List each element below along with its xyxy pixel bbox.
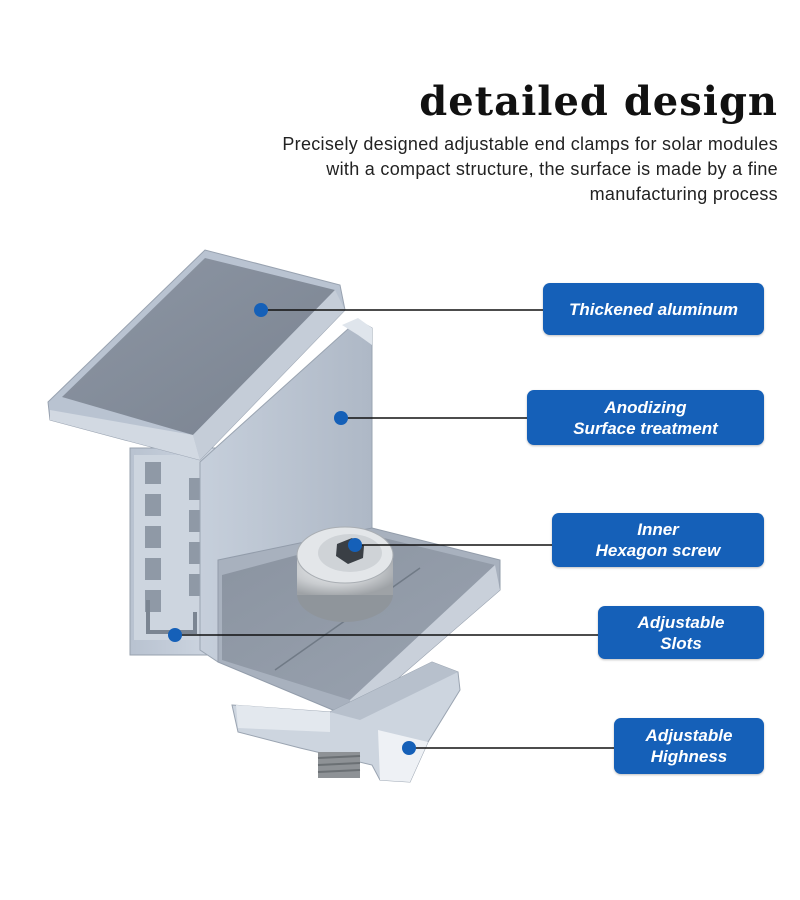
callout-anodizing-line-2: Surface treatment [573,418,718,438]
lower-nut-block [231,661,461,783]
description-line-3: manufacturing process [589,184,778,204]
description-line-1: Precisely designed adjustable end clamps… [282,134,778,154]
description-line-2: with a compact structure, the surface is… [326,159,778,179]
marker-dot-hexagon [348,538,362,552]
hexagon-screw [296,526,394,622]
page-title: detailed design [419,78,778,125]
callout-slots-line-1: Adjustable [637,612,725,632]
marker-dot-thickened [254,303,268,317]
callout-hexagon-line-2: Hexagon screw [595,541,721,560]
product-description: Precisely designed adjustable end clamps… [178,132,778,207]
callout-adjustable-slots: Adjustable Slots [598,606,764,659]
callout-hexagon-line-1: Inner [637,520,679,539]
threaded-bolt [317,752,361,778]
callout-adjustable-highness: Adjustable Highness [614,718,764,774]
callout-thickened-aluminum: Thickened aluminum [543,283,764,335]
thick-top-plate [47,249,346,461]
callout-anodizing-line-1: Anodizing [604,397,687,417]
callout-inner-hexagon-screw: Inner Hexagon screw [552,513,764,567]
callout-highness-line-2: Highness [650,747,728,766]
callout-highness-line-1: Adjustable [645,726,733,745]
slotted-side-panel [129,447,219,656]
marker-dot-highness [402,741,416,755]
marker-dot-anodizing [334,411,348,425]
callout-thickened-line-1: Thickened aluminum [568,299,739,319]
callout-anodizing: Anodizing Surface treatment [527,390,764,445]
callout-slots-line-2: Slots [660,633,702,653]
marker-dot-slots [168,628,182,642]
